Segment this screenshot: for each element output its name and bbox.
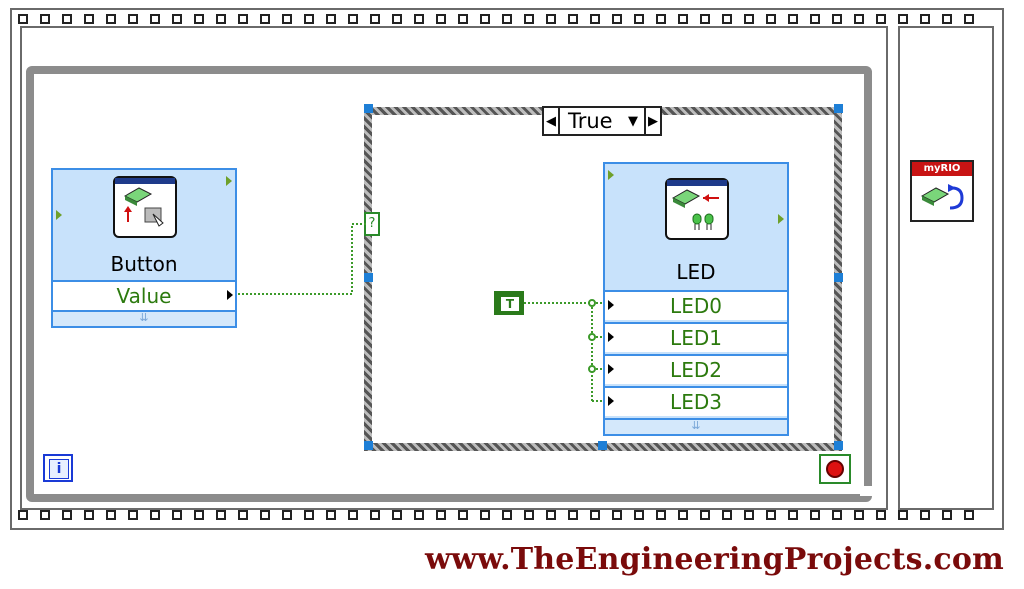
film-holes-bottom: [18, 510, 996, 520]
case-handle-tl[interactable]: [364, 104, 373, 113]
button-express-vi[interactable]: Button Value ⇊: [51, 168, 237, 328]
boolean-wire-value-to-selector[interactable]: [230, 218, 380, 300]
dropdown-arrow-icon[interactable]: ▼: [628, 113, 638, 129]
button-icon: [113, 176, 177, 238]
stop-icon: [826, 460, 844, 478]
case-handle-mr[interactable]: [834, 273, 843, 282]
true-constant-label: T: [500, 296, 520, 312]
value-output-terminal: [227, 290, 233, 300]
led3-terminal: [608, 396, 614, 406]
led-input-3[interactable]: LED3: [605, 386, 787, 416]
sequence-frame-2[interactable]: [898, 26, 994, 510]
case-prev-arrow-icon[interactable]: ◀: [544, 108, 558, 134]
error-out-terminal: [226, 176, 232, 186]
while-loop-gap: [860, 486, 876, 496]
iteration-label: i: [49, 459, 69, 479]
iteration-terminal: i: [43, 454, 73, 482]
myrio-reset-icon: [920, 184, 964, 210]
myrio-reset-vi[interactable]: myRIO: [910, 160, 974, 222]
button-vi-title: Button: [110, 252, 178, 276]
led1-terminal: [608, 332, 614, 342]
led-error-out-terminal: [778, 214, 784, 224]
website-watermark: www.TheEngineeringProjects.com: [425, 542, 1004, 577]
led2-terminal: [608, 364, 614, 374]
led-error-in-terminal: [608, 170, 614, 180]
led0-terminal: [608, 300, 614, 310]
led-input-1[interactable]: LED1: [605, 322, 787, 352]
led-express-vi[interactable]: LED LED0 LED1 LED2 LED3 ⇊: [603, 162, 789, 436]
film-holes-top: [18, 14, 996, 24]
error-in-terminal: [56, 210, 62, 220]
true-constant[interactable]: T: [494, 291, 524, 315]
case-selector[interactable]: ◀ True ▼ ▶: [542, 106, 662, 136]
case-handle-bl[interactable]: [364, 441, 373, 450]
case-handle-ml[interactable]: [364, 273, 373, 282]
led-input-0[interactable]: LED0: [605, 290, 787, 320]
led-input-2[interactable]: LED2: [605, 354, 787, 384]
case-handle-bm[interactable]: [598, 441, 607, 450]
case-handle-br[interactable]: [834, 441, 843, 450]
myrio-vi-banner: myRIO: [912, 162, 972, 176]
case-selector-value: True: [568, 109, 613, 133]
led-icon: [665, 178, 729, 240]
case-next-arrow-icon[interactable]: ▶: [646, 108, 660, 134]
case-selector-label-area[interactable]: True ▼: [558, 108, 646, 134]
led-vi-title: LED: [676, 260, 716, 284]
stop-terminal[interactable]: [819, 454, 851, 484]
button-vi-output-value[interactable]: Value: [53, 280, 235, 310]
led-vi-expand[interactable]: ⇊: [605, 418, 787, 434]
case-handle-tr[interactable]: [834, 104, 843, 113]
button-vi-expand[interactable]: ⇊: [53, 310, 235, 326]
